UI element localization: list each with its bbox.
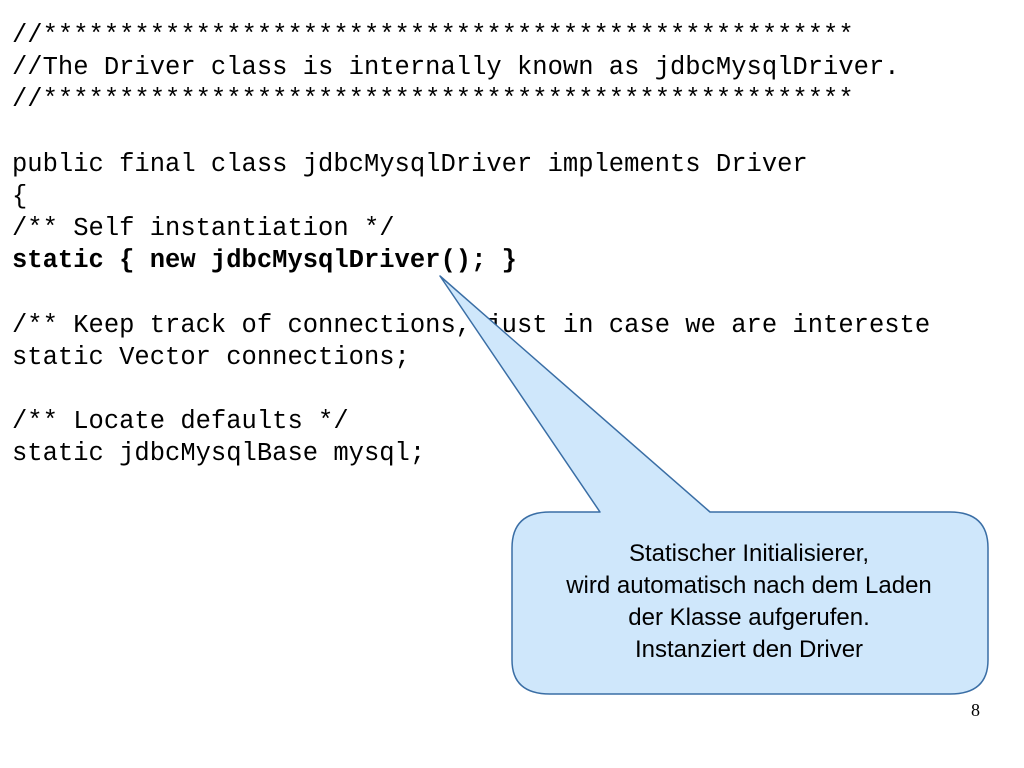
code-line-class-declaration: public final class jdbcMysqlDriver imple… (12, 149, 808, 179)
code-line-blank (12, 117, 1024, 149)
code-line-comment-self-instantiation: /** Self instantiation */ (12, 214, 395, 244)
code-line-blank (12, 374, 1024, 406)
code-line-vector-connections: static Vector connections; (12, 342, 410, 372)
code-line-blank (12, 278, 1024, 310)
callout-line: wird automatisch nach dem Laden (566, 572, 932, 599)
code-line-comment-connections: /** Keep track of connections, just in c… (12, 310, 931, 340)
code-line-comment-border-bottom: //**************************************… (12, 85, 854, 115)
callout-line: Statischer Initialisierer, (628, 540, 870, 567)
callout-text: Statischer Initialisierer, wird automati… (516, 538, 982, 678)
code-line-mysql-base: static jdbcMysqlBase mysql; (12, 439, 426, 469)
callout-line: Instanziert den Driver (634, 636, 864, 663)
callout-line: der Klasse aufgerufen. (628, 604, 870, 631)
page-number: 8 (971, 700, 980, 720)
code-line-comment-driver: //The Driver class is internally known a… (12, 53, 900, 83)
code-line-static-initializer: static { new jdbcMysqlDriver(); } (12, 246, 517, 276)
code-block: //**************************************… (12, 20, 1024, 471)
code-line-comment-border-top: //**************************************… (12, 21, 854, 50)
code-line-comment-defaults: /** Locate defaults */ (12, 407, 349, 437)
code-line-open-brace: { (12, 181, 28, 211)
